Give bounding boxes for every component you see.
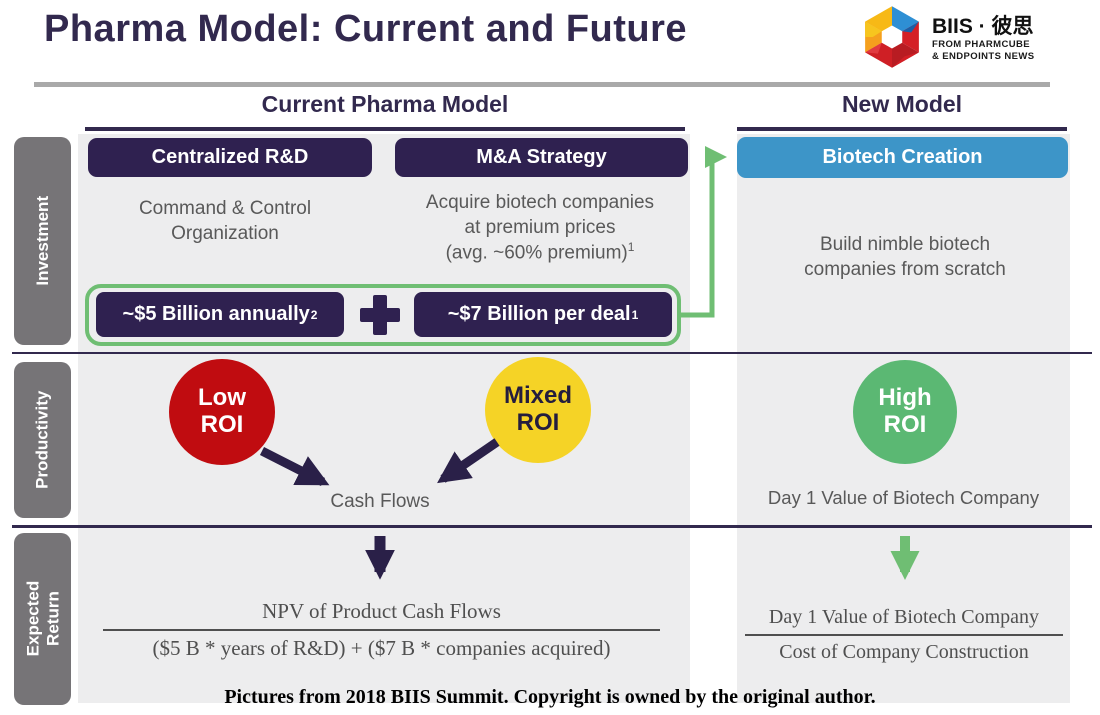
centralized-rd-desc-line2: Organization xyxy=(171,223,279,245)
new-model-underline xyxy=(737,127,1067,131)
plus-icon xyxy=(360,295,400,335)
mixed-roi-line2: ROI xyxy=(516,409,560,436)
high-roi-circle: High ROI xyxy=(853,360,957,464)
new-model-formula: Day 1 Value of Biotech Company Cost of C… xyxy=(745,606,1063,664)
copyright-caption: Pictures from 2018 BIIS Summit. Copyrigh… xyxy=(224,686,876,708)
logo-subtitle-line2: & ENDPOINTS NEWS xyxy=(932,51,1035,63)
ma-desc-line3: (avg. ~60% premium)1 xyxy=(385,240,695,265)
biotech-desc-line2: companies from scratch xyxy=(804,259,1006,281)
low-roi-circle: Low ROI xyxy=(169,359,275,465)
ma-desc-line3-text: (avg. ~60% premium) xyxy=(445,242,628,264)
investment-label: Investment xyxy=(32,196,52,286)
day1-value-label: Day 1 Value of Biotech Company xyxy=(767,487,1040,508)
biis-hexagon-icon xyxy=(860,2,924,77)
current-model-header: Current Pharma Model xyxy=(261,91,509,117)
row-label-expected-return: Expected Return xyxy=(14,533,71,705)
centralized-rd-description: Command & Control Organization xyxy=(100,196,350,246)
low-roi-line1: Low xyxy=(198,384,246,412)
investment-cost-group-outline xyxy=(85,284,681,346)
new-formula-numerator: Day 1 Value of Biotech Company xyxy=(745,606,1063,636)
row-label-productivity: Productivity xyxy=(14,362,71,518)
ma-desc-footnote: 1 xyxy=(627,240,635,255)
deal-cost-footnote: 1 xyxy=(631,307,639,322)
centralized-rd-desc-line1: Command & Control xyxy=(138,198,312,219)
logo-subtitle-line1: FROM PHARMCUBE xyxy=(932,39,1030,51)
rd-cost-footnote: 2 xyxy=(310,307,318,322)
current-model-formula: NPV of Product Cash Flows ($5 B * years … xyxy=(103,599,660,661)
biotech-creation-description: Build nimble biotech companies from scra… xyxy=(765,232,1045,282)
investment-productivity-divider xyxy=(12,352,1092,354)
ma-strategy-description: Acquire biotech companies at premium pri… xyxy=(385,190,695,266)
productivity-label: Productivity xyxy=(32,390,52,490)
ma-desc-line1: Acquire biotech companies xyxy=(425,192,655,213)
current-formula-numerator: NPV of Product Cash Flows xyxy=(103,599,660,631)
high-roi-line1: High xyxy=(878,384,932,412)
title-divider-rule xyxy=(34,82,1050,87)
current-model-underline xyxy=(85,127,685,131)
biotech-desc-line1: Build nimble biotech xyxy=(819,234,991,255)
high-roi-line2: ROI xyxy=(883,411,927,438)
cash-flows-label: Cash Flows xyxy=(330,491,430,512)
new-formula-denominator: Cost of Company Construction xyxy=(779,641,1029,663)
logo-name: BIIS · 彼思 xyxy=(932,15,1034,38)
row-label-investment: Investment xyxy=(14,137,71,345)
expected-return-label-line1: Expected xyxy=(22,581,42,657)
expected-return-label-line2: Return xyxy=(42,591,62,647)
rd-cost-text: ~$5 Billion annually xyxy=(122,303,310,325)
page-title: Pharma Model: Current and Future xyxy=(44,8,688,50)
deal-cost-text: ~$7 Billion per deal xyxy=(447,303,631,325)
ma-strategy-header: M&A Strategy xyxy=(395,138,688,177)
current-formula-denominator: ($5 B * years of R&D) + ($7 B * companie… xyxy=(152,636,611,660)
productivity-expected-divider xyxy=(12,525,1092,528)
centralized-rd-header: Centralized R&D xyxy=(88,138,372,177)
ma-desc-line2: at premium prices xyxy=(464,217,616,239)
new-model-header: New Model xyxy=(841,91,963,117)
mixed-roi-line1: Mixed xyxy=(503,382,572,410)
mixed-roi-circle: Mixed ROI xyxy=(485,357,591,463)
biotech-creation-header: Biotech Creation xyxy=(737,137,1068,178)
biis-logo: BIIS · 彼思 FROM PHARMCUBE & ENDPOINTS NEW… xyxy=(860,2,1086,76)
low-roi-line2: ROI xyxy=(200,411,244,438)
